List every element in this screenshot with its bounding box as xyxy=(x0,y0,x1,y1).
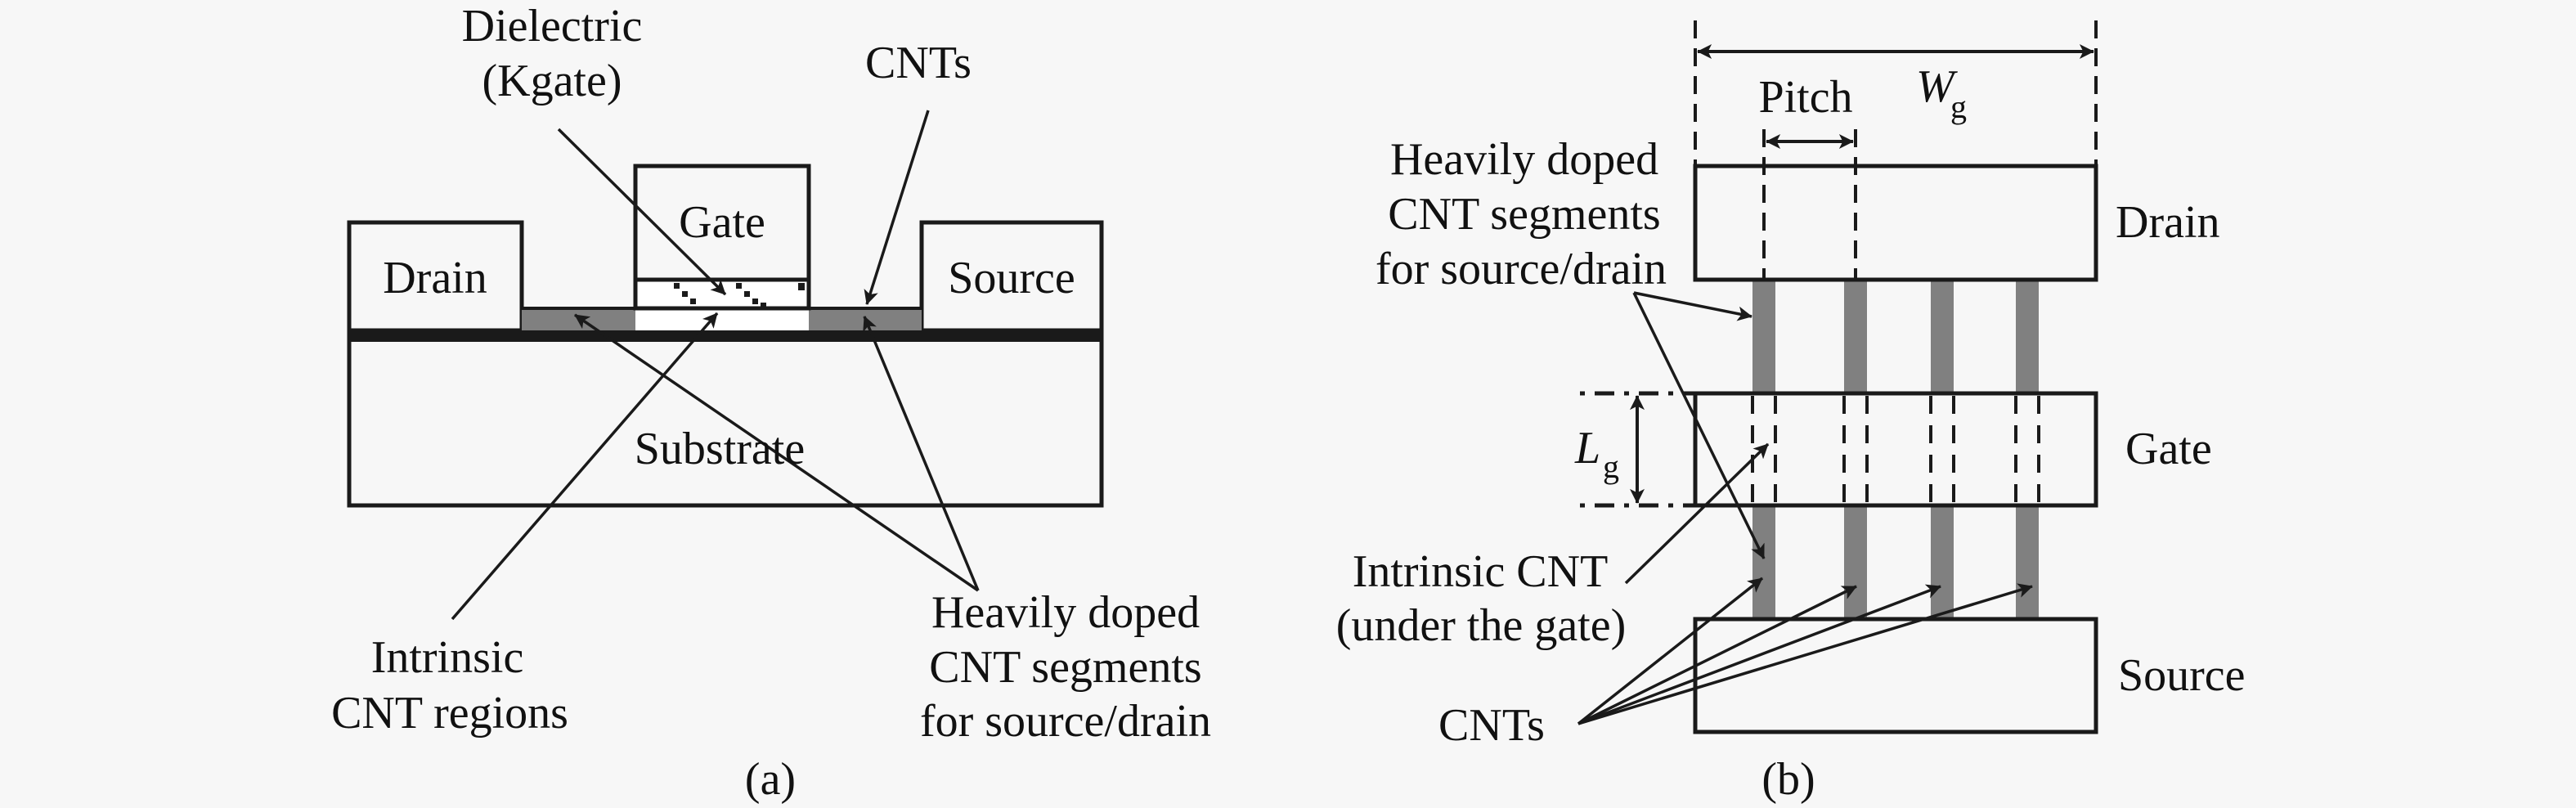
source-label: Source xyxy=(2118,650,2246,701)
panel-a-caption: (a) xyxy=(745,754,796,805)
dielectric-pointer-arrow xyxy=(557,128,727,296)
panel-b-caption: (b) xyxy=(1761,754,1815,805)
width-label-subscript: g xyxy=(1950,88,1967,125)
doped-pointer-arrow-drain-side xyxy=(574,313,979,592)
cnt-strips xyxy=(1752,280,2039,619)
drain-label: Drain xyxy=(383,253,487,303)
cnts-pointer-arrow-4 xyxy=(1577,583,2033,725)
cnt-strip-4-source-side xyxy=(2016,505,2039,619)
intrinsic-label-line2: (under the gate) xyxy=(1336,600,1626,651)
source-label: Source xyxy=(948,253,1075,303)
cnts-pointer-arrow-3 xyxy=(1577,584,1941,725)
gate-label: Gate xyxy=(2125,424,2212,474)
cnt-strip-2-source-side xyxy=(1844,505,1867,619)
doped-label-line2: CNT segments xyxy=(929,642,1201,693)
cnt-strip-3-source-side xyxy=(1931,505,1954,619)
source-block xyxy=(919,220,1104,333)
gate-label: Gate xyxy=(679,197,765,248)
gate-dielectric-layer xyxy=(633,277,811,311)
source-electrode xyxy=(1693,617,2098,734)
cnts-label: CNTs xyxy=(1438,700,1545,751)
pitch-label: Pitch xyxy=(1758,72,1852,123)
dielectric-hatch-pattern xyxy=(674,283,805,307)
dielectric-label-line2: (Kgate) xyxy=(482,56,622,106)
cnts-pointer-arrow-2 xyxy=(1577,585,1857,725)
panel-b-top-view: W g Pitch L g Heavily doped CNT segments… xyxy=(1336,20,2246,805)
intrinsic-pointer-arrow xyxy=(451,312,719,621)
intrinsic-label-line1: Intrinsic xyxy=(371,632,524,683)
doped-label-line1: Heavily doped xyxy=(931,587,1200,638)
cnts-pointer-arrow xyxy=(864,110,930,305)
cnts-label: CNTs xyxy=(865,38,972,88)
cnts-pointer-arrow-1 xyxy=(1577,577,1764,725)
intrinsic-cnt-region xyxy=(635,308,809,330)
panel-a-cross-section: Dielectric (Kgate) CNTs Gate Drain Sourc… xyxy=(331,1,1211,805)
intrinsic-label-line1: Intrinsic CNT xyxy=(1353,546,1609,597)
doped-label-line1: Heavily doped xyxy=(1390,134,1658,185)
doped-label-line3: for source/drain xyxy=(920,696,1211,747)
width-label-symbol: W xyxy=(1916,61,1958,112)
substrate-label: Substrate xyxy=(635,424,805,474)
doped-label-line2: CNT segments xyxy=(1388,189,1660,240)
cnt-under-gate-outlines xyxy=(1751,396,2040,504)
drain-electrode xyxy=(1693,164,2098,282)
intrinsic-pointer-arrow xyxy=(1624,442,1770,585)
doped-pointer-arrow-source-side xyxy=(1632,292,1766,559)
drain-block xyxy=(347,220,524,333)
doped-label-line3: for source/drain xyxy=(1376,244,1667,294)
doped-pointer-arrow-drain-side xyxy=(1633,291,1752,321)
cnt-strip-4-drain-side xyxy=(2016,280,2039,393)
gate-electrode xyxy=(1693,391,2098,508)
cnt-strip-1-source-side xyxy=(1752,505,1775,619)
intrinsic-label-line2: CNT regions xyxy=(331,688,568,738)
substrate-top-layer xyxy=(349,330,1102,342)
length-label-symbol: L xyxy=(1574,423,1600,474)
cnt-strip-1-drain-side xyxy=(1752,280,1775,393)
doped-pointer-arrow-source-side xyxy=(863,316,980,591)
dielectric-label-line1: Dielectric xyxy=(462,1,643,52)
cnt-strip-2-drain-side xyxy=(1844,280,1867,393)
cnt-strip-3-drain-side xyxy=(1931,280,1954,393)
doped-cnt-segment-drain-side xyxy=(522,308,635,330)
drain-label: Drain xyxy=(2116,197,2220,248)
length-label-subscript: g xyxy=(1603,448,1619,485)
